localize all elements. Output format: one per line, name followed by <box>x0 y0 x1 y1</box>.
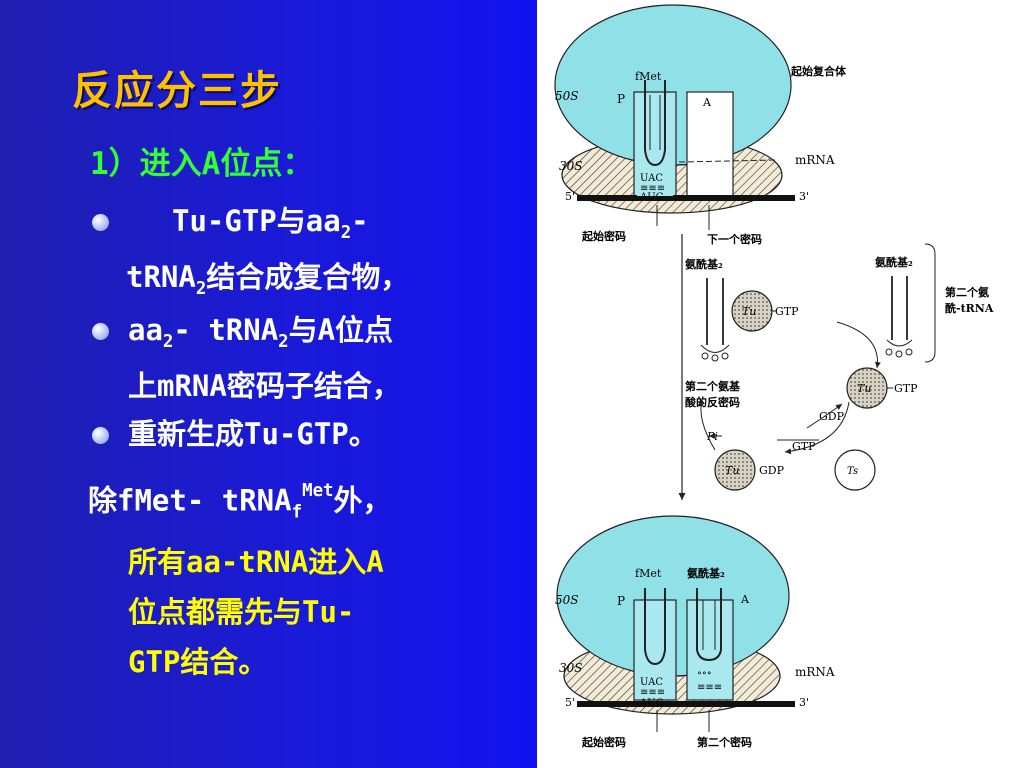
aminoacyl-left-label: 氨酰基₂ <box>685 257 723 271</box>
fmet-label-top: fMet <box>635 70 662 83</box>
five-prime-bottom: 5' <box>565 696 575 709</box>
bullet-2-line-2: 上mRNA密码子结合， <box>128 368 401 403</box>
bullet-1-dash: - <box>351 204 369 238</box>
three-prime-bottom: 3' <box>799 696 809 709</box>
a-site-label-top: A <box>702 96 712 109</box>
step-subtitle: 1）进入A位点： <box>90 146 314 182</box>
bullet-1-text-b: tRNA <box>126 259 196 294</box>
fmet-label-bottom: fMet <box>635 567 662 580</box>
second-trna-label-2: 酰-tRNA <box>945 301 994 315</box>
anticodon-label-top: UAC <box>640 173 663 184</box>
bullet-1-text-c: 结合成复合物， <box>206 259 410 294</box>
slide-text-panel <box>0 0 537 768</box>
a-site-box-bottom <box>686 599 734 701</box>
bullet-2: aa2- tRNA2与A位点 上mRNA密码子结合， <box>128 308 401 408</box>
aminoacyl-right-label: 氨酰基₂ <box>875 255 913 269</box>
tu-label-3: Tu <box>725 464 739 477</box>
a-site-box-top <box>686 91 734 199</box>
large-subunit-label-top: 50S <box>555 89 579 103</box>
tu-label-2: Tu <box>857 382 871 395</box>
codon-label-top: AUG <box>639 192 664 203</box>
aminoacyl-trna-bottom <box>696 588 722 662</box>
svg-text:≡≡≡: ≡≡≡ <box>640 183 665 194</box>
p-site-label-top: P <box>617 92 625 106</box>
bullet-dot-3 <box>92 427 109 444</box>
ef-ts <box>834 449 876 491</box>
tu-label-1: Tu <box>742 305 756 318</box>
start-codon-label-bottom: 起始密码 <box>581 735 626 749</box>
p-site-label-bottom: P <box>617 594 625 608</box>
gdp-label-1: GDP <box>759 464 785 477</box>
bullet-2-text-a: aa <box>128 313 163 347</box>
anticodon-note-1: 第二个氨基 <box>685 379 741 393</box>
ef-tu-bottom <box>714 449 756 491</box>
mrna-label-bottom: mRNA <box>795 665 835 679</box>
bullet-1: Tu-GTP与aa2- tRNA2结合成复合物， <box>126 199 410 311</box>
note-text-a: 除fMet- tRNA <box>88 483 292 518</box>
fmet-trna-top <box>644 80 666 167</box>
three-prime-top: 3' <box>799 190 809 203</box>
bullet-1-sub-a: 2 <box>340 222 352 243</box>
anticodon-note-2: 酸的反密码 <box>685 395 740 409</box>
second-codon-label: 第二个密码 <box>697 735 752 749</box>
bullet-2-text-b: - tRNA <box>173 313 279 347</box>
bullet-2-text-c: 与A位点 <box>288 313 394 347</box>
gtp-label-2: GTP <box>894 382 918 395</box>
bullet-1-sub-b: 2 <box>195 278 207 299</box>
note-highlight-3: GTP结合。 <box>128 645 268 680</box>
bullet-2-sub-a: 2 <box>162 331 174 352</box>
p-site-box-bottom <box>633 599 677 701</box>
note-highlight-1: 所有aa-tRNA进入A <box>128 545 384 580</box>
initiation-complex: UAC ≡≡≡ AUG fMet P A 50S 30S 5' 3' mRNA … <box>554 4 847 246</box>
anticodon-label-bottom: UAC <box>640 677 663 688</box>
svg-text:≡≡≡: ≡≡≡ <box>697 682 722 693</box>
codon-label-bottom: AUG <box>639 698 664 709</box>
bullet-2-sub-b: 2 <box>278 331 289 352</box>
small-subunit-label-bottom: 30S <box>559 661 583 675</box>
slide-title: 反应分三步 <box>72 68 282 114</box>
note-text-b: 外， <box>333 483 392 518</box>
five-prime-top: 5' <box>565 190 575 203</box>
aminoacyl-label-bottom: 氨酰基₂ <box>687 566 725 580</box>
complex-label: 起始复合体 <box>790 64 847 78</box>
elongation-complex: UAC ≡≡≡ AUG ∘∘∘ ≡≡≡ fMet 氨酰基₂ P A 50S 30… <box>555 515 835 749</box>
svg-text:≡≡≡: ≡≡≡ <box>640 687 665 698</box>
ef-tu-cycle: 氨酰基₂ Tu GTP 第二个氨基 酸的反密码 氨酰基₂ 第二个氨 酰-tRNA… <box>685 243 994 491</box>
gtp-label-3: GTP <box>792 440 816 453</box>
start-codon-label-top: 起始密码 <box>581 229 626 243</box>
bullet-dot-1 <box>92 214 109 231</box>
bullet-dot-2 <box>92 323 109 340</box>
svg-text:∘∘∘: ∘∘∘ <box>697 668 712 679</box>
a-site-label-bottom: A <box>740 593 750 606</box>
gdp-label-2: GDP <box>819 410 845 423</box>
next-codon-label: 下一个密码 <box>707 232 762 246</box>
note-sub: f <box>291 502 303 523</box>
large-subunit-label-bottom: 50S <box>555 593 579 607</box>
note-highlight-2: 位点都需先与Tu- <box>128 595 355 630</box>
mrna-label-top: mRNA <box>795 153 835 167</box>
bullet-1-text-a: Tu-GTP与aa <box>172 204 341 238</box>
note-paragraph: 除fMet- tRNAfMet外， 所有aa-tRNA进入A 位点都需先与Tu-… <box>88 470 392 687</box>
small-subunit-label-top: 30S <box>559 159 583 173</box>
ts-label: Ts <box>847 466 858 477</box>
elongation-diagram: UAC ≡≡≡ AUG fMet P A 50S 30S 5' 3' mRNA … <box>554 4 994 749</box>
gtp-label-1: GTP <box>775 305 799 318</box>
note-sup: Met <box>302 481 334 501</box>
bullet-3: 重新生成Tu-GTP。 <box>128 417 378 451</box>
second-trna-label-1: 第二个氨 <box>945 285 989 299</box>
